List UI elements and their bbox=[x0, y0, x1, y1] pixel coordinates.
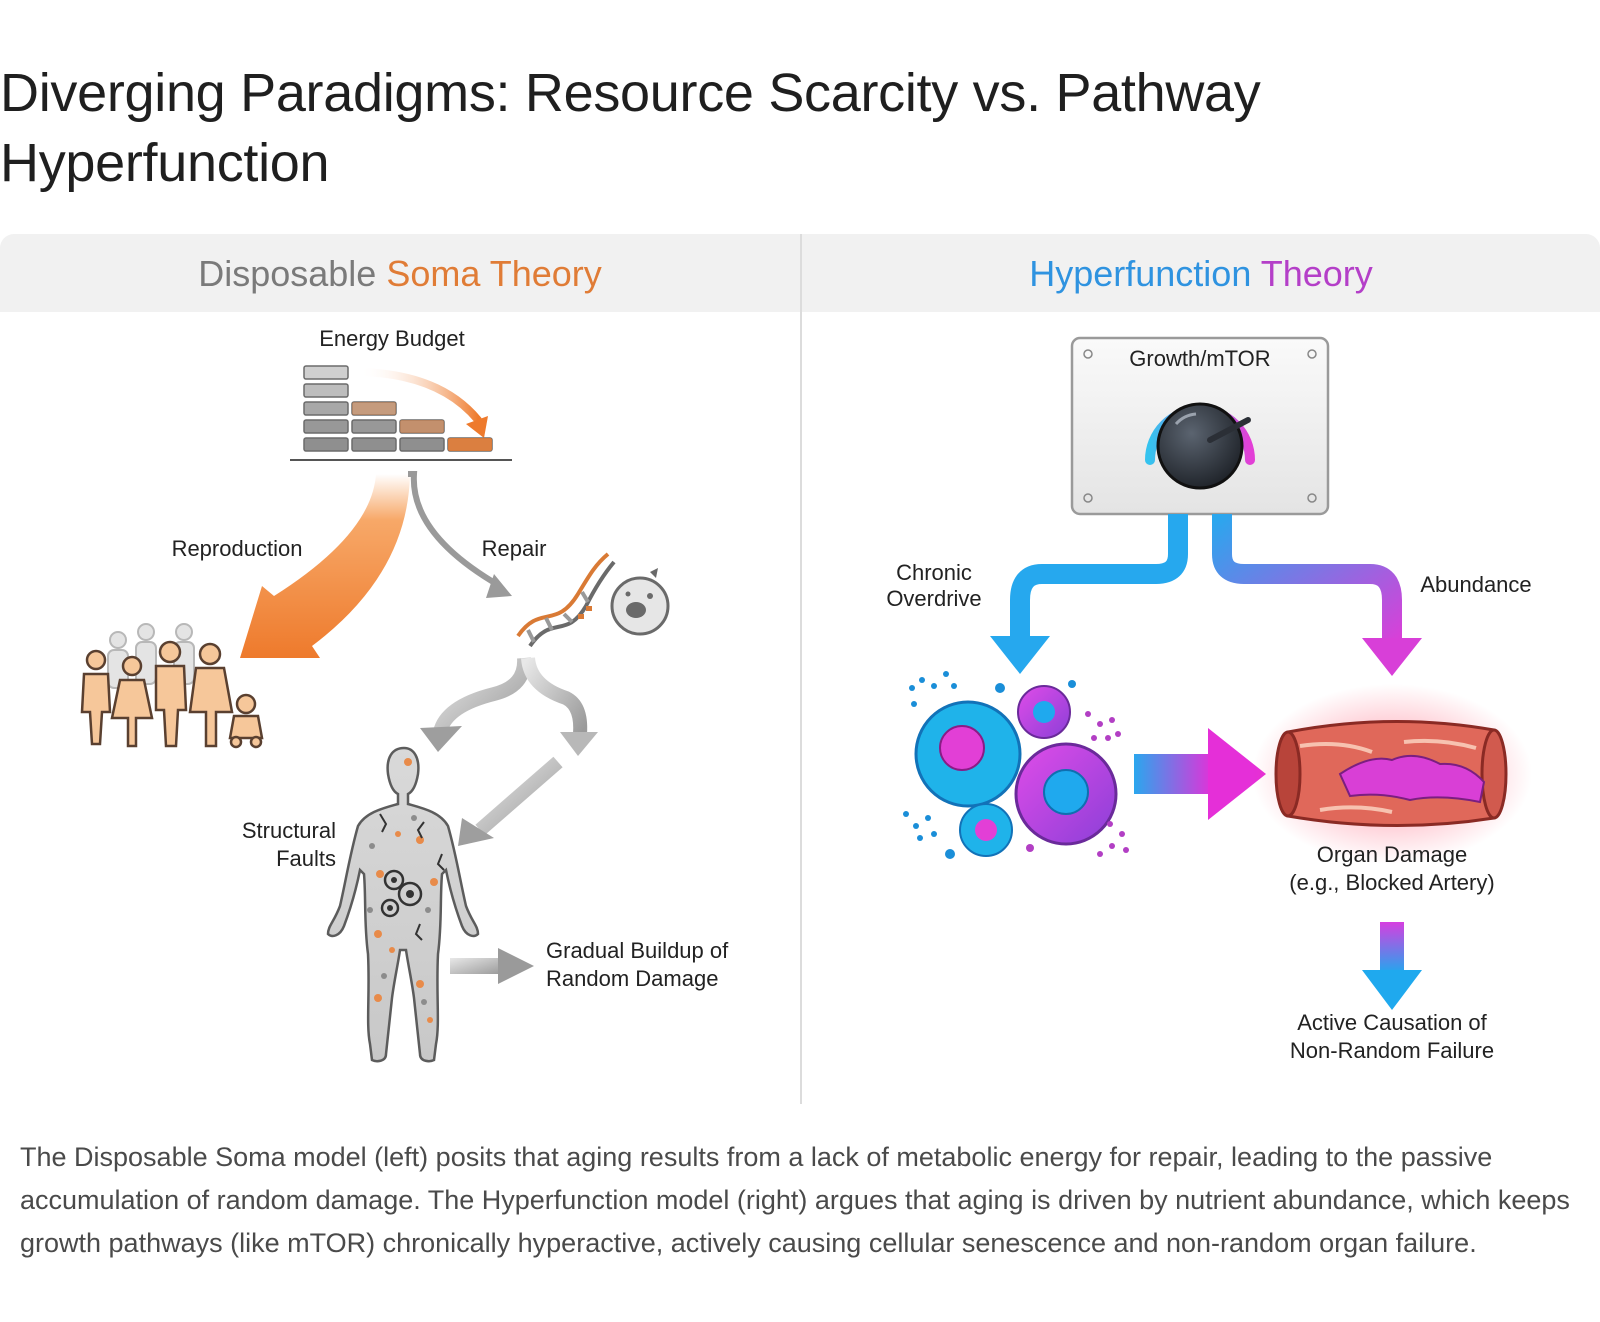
family-icon bbox=[80, 623, 264, 749]
diagram: Energy Budget Reproduction Repair bbox=[80, 326, 1532, 1063]
dna-icon bbox=[516, 552, 616, 648]
hyperfunction-title: Hyperfunction Theory bbox=[802, 252, 1600, 296]
disposable-soma-title-part1: Disposable bbox=[198, 253, 377, 294]
cells-to-organ-arrow bbox=[1134, 728, 1266, 820]
buildup-label-line1: Gradual Buildup of bbox=[546, 938, 729, 963]
abundance-arrow bbox=[1212, 514, 1422, 676]
disposable-soma-title: Disposable Soma Theory bbox=[0, 252, 800, 296]
abundance-label: Abundance bbox=[1420, 572, 1531, 597]
budget-curve-arrow bbox=[356, 368, 482, 424]
panel-divider bbox=[800, 234, 802, 1104]
active-causation-label-line2: Non-Random Failure bbox=[1290, 1038, 1494, 1063]
blocked-artery-icon bbox=[1252, 684, 1532, 864]
buildup-label-line2: Random Damage bbox=[546, 966, 718, 991]
reproduction-label: Reproduction bbox=[172, 536, 303, 561]
organ-damage-label-line1: Organ Damage bbox=[1317, 842, 1467, 867]
chronic-label-line1: Chronic bbox=[896, 560, 972, 585]
senescent-cells-icon bbox=[903, 671, 1129, 859]
page-title: Diverging Paradigms: Resource Scarcity v… bbox=[0, 63, 1261, 193]
reproduction-arrow bbox=[240, 474, 410, 658]
chronic-label-line2: Overdrive bbox=[886, 586, 981, 611]
figure-caption: The Disposable Soma model (left) posits … bbox=[20, 1142, 1570, 1258]
hyperfunction-title-part1: Hyperfunction bbox=[1029, 253, 1252, 294]
repair-arrow bbox=[408, 471, 502, 589]
chronic-overdrive-arrow bbox=[990, 514, 1188, 674]
buildup-arrow bbox=[450, 948, 534, 984]
repair-arrowhead bbox=[486, 574, 512, 598]
dial-knob-icon bbox=[1145, 402, 1255, 490]
damaged-cell-icon bbox=[610, 568, 670, 636]
comparison-panel: Disposable Soma Theory Hyperfunction The… bbox=[0, 234, 1600, 1104]
structural-label-line2: Faults bbox=[276, 846, 336, 871]
energy-budget-label: Energy Budget bbox=[319, 326, 465, 351]
disposable-soma-title-part2: Soma Theory bbox=[386, 253, 602, 294]
active-causation-label-line1: Active Causation of bbox=[1297, 1010, 1487, 1035]
organ-damage-label-line2: (e.g., Blocked Artery) bbox=[1289, 870, 1494, 895]
growth-mtor-label: Growth/mTOR bbox=[1129, 346, 1270, 371]
repair-branch-arrows bbox=[420, 656, 598, 846]
hyperfunction-title-part2: Theory bbox=[1260, 253, 1373, 294]
repair-label: Repair bbox=[482, 536, 547, 561]
structural-label-line1: Structural bbox=[242, 818, 336, 843]
organ-to-failure-arrow bbox=[1362, 922, 1422, 1010]
budget-arrowhead bbox=[466, 416, 488, 438]
human-body-icon bbox=[326, 746, 480, 1063]
energy-budget-bars bbox=[303, 365, 493, 452]
